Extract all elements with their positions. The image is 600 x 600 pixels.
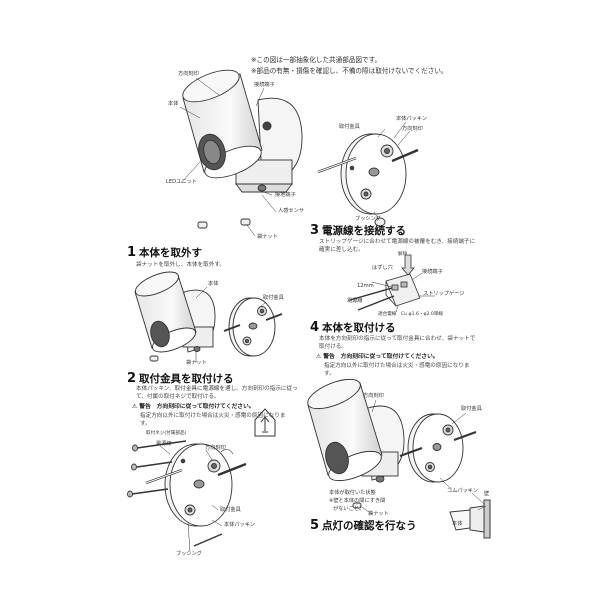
step3-label-release: 解除 [398, 252, 408, 257]
step4-warning-sub: 指定方向以外に取付けた場合は火災・感電の原因になります。 [324, 363, 470, 377]
step3-label-power-cable: 電源線 [347, 298, 363, 304]
label-ground-terminal: 接地端子 [275, 192, 296, 198]
step2-label-power-cable: 電源線 [156, 441, 172, 447]
step4-label-body: 本体 [452, 521, 463, 527]
step3-label-terminal: 接続端子 [422, 269, 443, 275]
step4-label-wall: 壁 [484, 491, 490, 497]
label-terminal: 接続端子 [254, 82, 275, 88]
step1-text: 袋ナットを取外し、本体を取外す。 [136, 262, 225, 268]
step1-label-bracket: 取付金具 [263, 295, 284, 301]
step5-title: 点灯の確認を行なう [322, 520, 417, 532]
label-bushing: ブッシング [355, 216, 381, 222]
note-1: ※この図は一部抽象化した共通部品図です。 [251, 56, 382, 64]
step2-bracket [127, 440, 247, 553]
step4-gap-note-1: ※壁と本体の間にすき間 [329, 498, 386, 504]
label-sensor: 人感センサ [278, 208, 304, 214]
label-body: 本体 [168, 101, 179, 107]
step2-text: 本体パッキン、取付金具に電源線を通し、方向刻印の指示に従って、付属の取付ネジで取… [136, 386, 298, 400]
step4-label-rubber-packing: ゴムパッキン [447, 488, 478, 494]
step1-lamp [134, 271, 216, 363]
step1-title: 本体を取外す [139, 247, 203, 259]
step4-bracket [399, 412, 477, 489]
step4-label-bracket: 取付金具 [461, 406, 482, 412]
step4-mounted-state: 本体が取付いた状態 [329, 490, 376, 496]
label-direction-mark-2: 方向刻印 [402, 126, 423, 132]
overview-lamp [179, 69, 303, 237]
label-direction-mark: 方向刻印 [178, 71, 199, 77]
label-bracket: 取付金具 [339, 124, 360, 130]
step4-warning: ⚠ 警告 方向刻印に従って取付けてください。 [316, 354, 439, 360]
step3-label-strip-gauge: ストリップゲージ [423, 291, 465, 297]
step3-number: 3 [310, 223, 320, 238]
step2-label-screw: 取付ネジ(付属部品) [146, 431, 187, 436]
label-nut: 袋ナット [257, 234, 278, 240]
step3-text: ストリップゲージに合わせて電源線の被覆をむき、接続端子に確実に差し込む。 [319, 239, 476, 253]
step2-label-bushing: ブッシング [176, 551, 202, 557]
step5-number: 5 [310, 518, 320, 533]
step2-label-bracket: 取付金具 [220, 507, 241, 513]
step2-warning: ⚠ 警告 方向刻印に従って取付けてください。 [132, 404, 255, 410]
overview-bracket [317, 121, 419, 227]
step1-label-nut: 袋ナット [186, 360, 207, 366]
step3-label-hole: はずし穴 [372, 265, 393, 271]
step2-title: 取付金具を取付ける [139, 373, 234, 385]
step2-label-packing: 本体パッキン [224, 522, 255, 528]
step2-label-direction-mark: 方向刻印 [205, 445, 226, 451]
label-led-unit: LEDユニット [166, 179, 197, 185]
step4-text: 本体を方向刻印の指示に従って取付金具に合わせ、袋ナットで取付ける。 [319, 336, 476, 350]
step2-warning-sub: 指定方向以外に取付けた場合は火災・感電の原因になります。 [140, 413, 286, 427]
step4-gap-note-2: がないこと。 [333, 506, 365, 512]
step4-lamp [307, 378, 405, 515]
label-packing: 本体パッキン [396, 116, 427, 122]
mounted-side-view [449, 492, 491, 539]
step4-title: 本体を取付ける [322, 322, 396, 334]
house-up-icon [254, 408, 276, 437]
step4-label-direction-mark: 方向刻印 [363, 393, 384, 399]
step4-label-nut: 袋ナット [368, 511, 389, 517]
step1-bracket [223, 297, 283, 357]
step3-label-wire-spec: 適合電線 Cu φ1.6・φ2.0単線 [378, 312, 444, 317]
step1-number: 1 [127, 245, 137, 260]
step4-number: 4 [310, 320, 320, 335]
step2-number: 2 [127, 371, 137, 386]
step3-title: 電源線を接続する [322, 225, 407, 237]
step3-label-length: 12mm [357, 283, 374, 289]
step1-label-body: 本体 [208, 281, 219, 287]
step3-terminal-detail [349, 254, 435, 313]
note-2: ※部品の有無・損傷を確認し、不備の際は取付けないでください。 [251, 67, 448, 75]
